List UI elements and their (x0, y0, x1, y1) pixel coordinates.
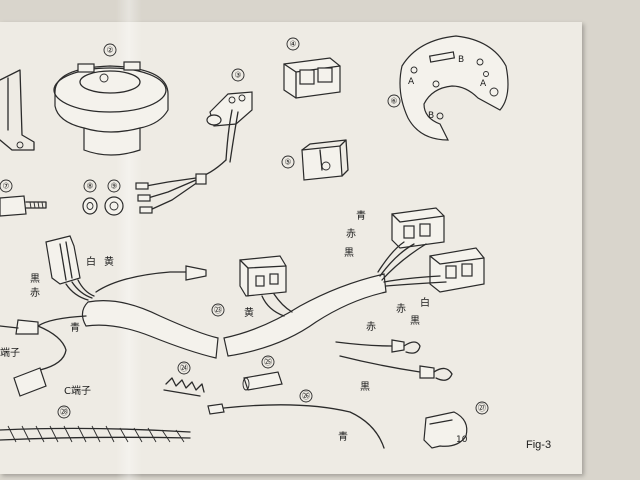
wire-label-red-ring: 赤 (366, 321, 376, 333)
wire-label-black-left: 黒 (30, 273, 40, 285)
part-24-clip (163, 377, 205, 397)
part-8-washer (82, 197, 98, 215)
part-26-wire (207, 403, 385, 449)
part-26-label: ㉖ (302, 392, 310, 401)
part-28-label: ㉘ (60, 408, 68, 417)
part-27-label: ㉗ (478, 404, 486, 413)
part-4-label: ④ (289, 40, 296, 49)
wire-label-black-lower: 黒 (410, 315, 420, 327)
figure-label: Fig-3 (526, 439, 551, 451)
wire-label-black-right: 黒 (344, 247, 354, 259)
part-24-label: ㉔ (180, 364, 188, 373)
part-7-bolt (0, 195, 47, 217)
plate-mark-b1: B (458, 55, 464, 65)
part-8-label: ⑧ (86, 182, 93, 191)
part-3-terminal (135, 91, 253, 214)
part-4-connector (283, 57, 341, 99)
part-2-housing (53, 61, 169, 156)
terminal-label: 端子 (0, 346, 20, 359)
wire-label-red-lower: 赤 (396, 303, 406, 315)
left-bracket (0, 69, 35, 151)
plate-mark-b2: B (428, 111, 434, 121)
part-9-washer (104, 196, 124, 216)
part-7-label: ⑦ (2, 182, 9, 191)
part-5-label: ⑤ (284, 158, 291, 167)
wire-label-white-right: 白 (420, 296, 430, 309)
wire-label-red-right: 赤 (346, 228, 356, 240)
part-9-label: ⑨ (110, 182, 117, 191)
wire-label-red-left: 赤 (30, 287, 40, 299)
part-27-clamp (423, 411, 468, 449)
wire-label-black-ring: 黒 (360, 381, 370, 393)
c-terminal-label: C端子 (64, 384, 91, 397)
part-3-label: ③ (234, 71, 241, 80)
part-25-label: ㉕ (264, 358, 272, 367)
plate-mark-a1: A (408, 77, 415, 87)
part-6-label: ⑥ (390, 97, 397, 106)
part-23-harness (0, 207, 485, 397)
wire-label-yellow-left: 黄 (104, 255, 114, 268)
wire-label-blue-part26: 青 (338, 430, 348, 443)
part-23-label: ㉓ (214, 306, 222, 315)
wire-label-white-left: 白 (86, 255, 96, 268)
part-5-grommet (301, 139, 349, 181)
plate-mark-a2: A (480, 79, 487, 89)
wire-label-blue-left: 青 (70, 321, 80, 334)
part-6-plate (399, 35, 509, 141)
part-2-label: ② (106, 46, 113, 55)
wire-label-yellow-mid: 黄 (244, 306, 254, 319)
part-25-tube (242, 371, 283, 391)
wire-label-blue-right: 青 (356, 209, 366, 222)
clip-number: 10 (456, 435, 468, 445)
part-28-spiral-wrap (0, 425, 191, 443)
